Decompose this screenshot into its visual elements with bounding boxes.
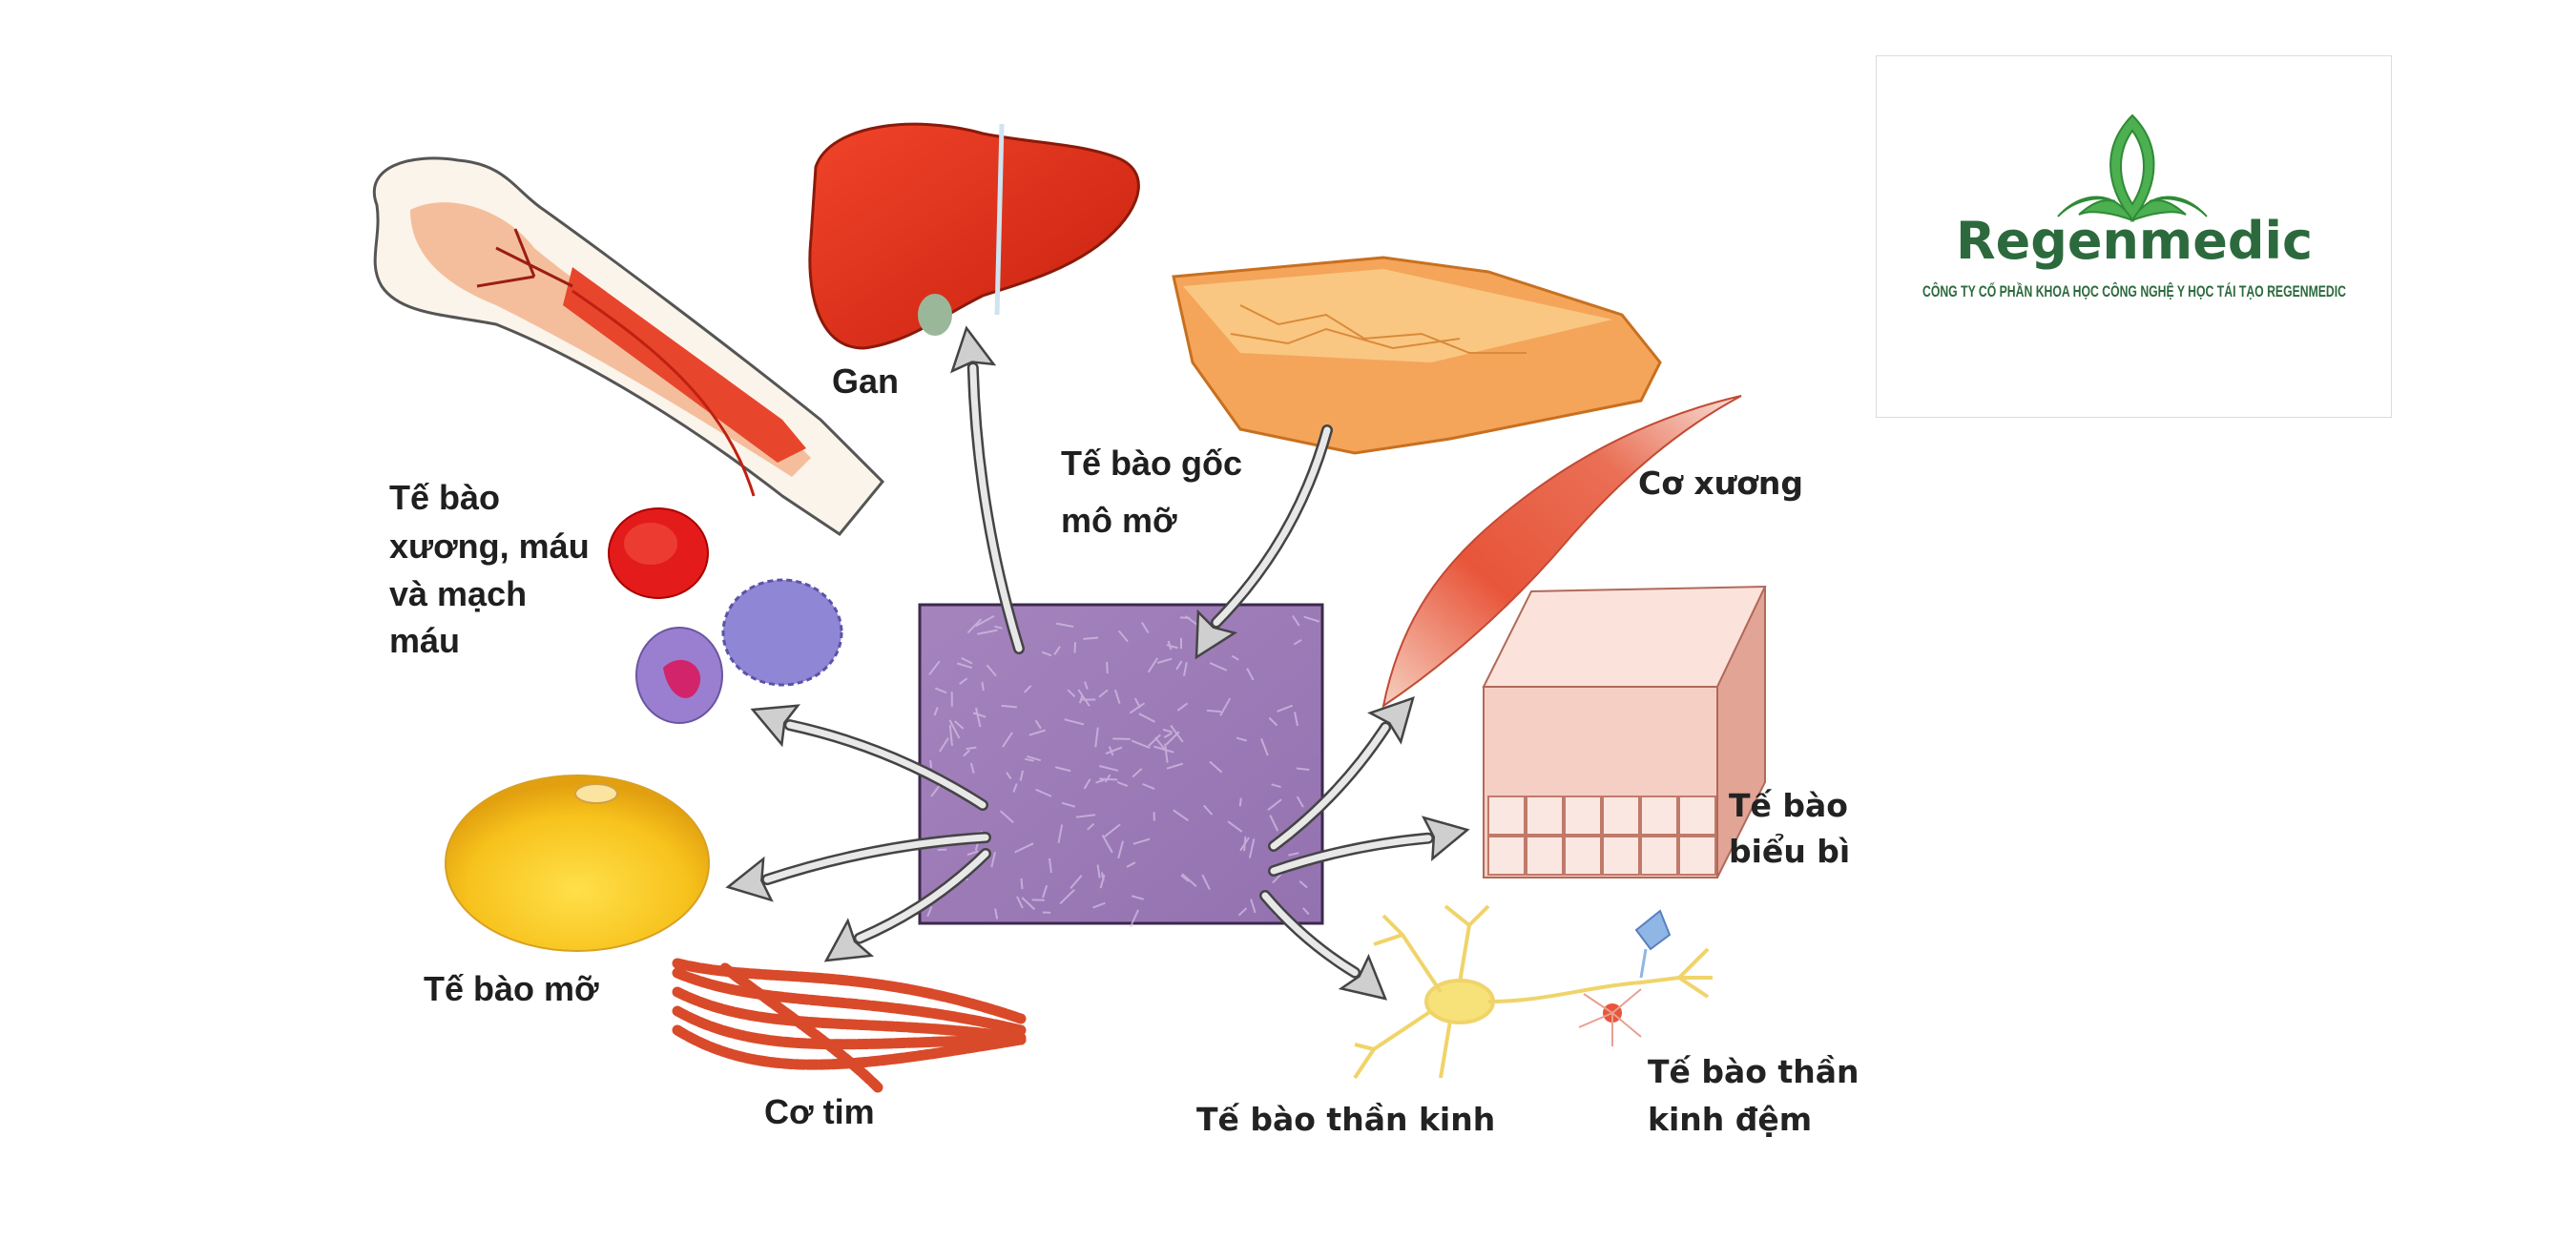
label-neuron: Tế bào thần kinh <box>1196 1101 1495 1138</box>
label-glia-line2: kinh đệm <box>1648 1101 1812 1138</box>
arrow <box>949 325 1025 654</box>
regenmedic-logo: Regenmedic CÔNG TY CỔ PHẦN KHOA HỌC CÔNG… <box>1876 55 2392 418</box>
label-bone-blood-line3: và mạch <box>389 574 527 613</box>
arrow <box>1268 816 1470 877</box>
differentiation-arrows <box>725 325 1470 1001</box>
arrow <box>1259 890 1388 1001</box>
label-bone-blood-line4: máu <box>389 621 460 660</box>
bone-illustration <box>372 156 885 537</box>
label-bone-blood-line1: Tế bào <box>389 478 500 517</box>
label-center-line1: Tế bào gốc <box>1061 444 1242 483</box>
adipose-stem-cell-culture <box>918 603 1324 928</box>
epidermis-illustration <box>1482 585 1767 878</box>
arrow <box>823 848 991 962</box>
skeletal-muscle-illustration <box>1381 395 1742 709</box>
glial-cell-illustration <box>1578 909 1672 1046</box>
label-bone-blood-line2: xương, máu <box>389 527 590 566</box>
label-center-line2: mô mỡ <box>1061 501 1177 540</box>
arrow <box>725 832 991 902</box>
label-epidermis-line2: biểu bì <box>1729 832 1850 870</box>
label-cardiac-muscle: Cơ tim <box>764 1092 875 1131</box>
adipose-tissue-illustration <box>1172 256 1662 455</box>
leaf-logo-icon <box>2057 114 2208 222</box>
logo-brand: Regenmedic <box>1956 211 2313 271</box>
arrow <box>1268 696 1415 852</box>
liver-illustration <box>808 122 1140 350</box>
fat-cell-illustration <box>445 775 710 952</box>
label-skeletal-muscle: Cơ xương <box>1638 465 1803 502</box>
neuron-illustration <box>1353 904 1713 1080</box>
label-glia-line1: Tế bào thần <box>1648 1053 1859 1090</box>
label-fat-cell: Tế bào mỡ <box>424 969 599 1008</box>
logo-company-name: CÔNG TY CỔ PHẦN KHOA HỌC CÔNG NGHỆ Y HỌC… <box>1922 282 2346 300</box>
blood-cells-illustration <box>608 507 843 724</box>
arrow <box>1195 424 1333 660</box>
cardiac-muscle-illustration <box>672 958 1027 1093</box>
label-epidermis-line1: Tế bào <box>1729 787 1848 824</box>
arrow <box>750 704 988 811</box>
label-liver: Gan <box>832 362 899 401</box>
